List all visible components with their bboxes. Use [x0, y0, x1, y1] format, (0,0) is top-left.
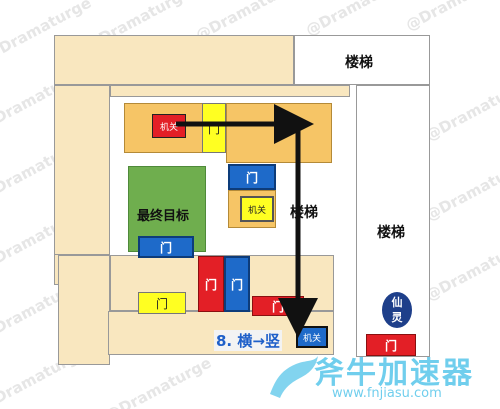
door-label: 门	[245, 170, 258, 185]
lower-left-room	[58, 255, 110, 365]
door-yellow[interactable]: 门	[202, 103, 226, 153]
door-label: 门	[155, 296, 168, 311]
door-blue[interactable]: 门	[224, 256, 250, 312]
door-yellow[interactable]: 门	[138, 292, 186, 314]
door-label: 门	[230, 277, 243, 292]
switch-label: 机关	[247, 205, 266, 216]
step-label: 8. 横→竖	[214, 330, 282, 351]
door-blue[interactable]: 门	[228, 164, 276, 190]
orange-room-left	[124, 103, 204, 153]
logo-url: www.fnjiasu.com	[332, 386, 442, 401]
switch-yellow[interactable]: 机关	[240, 196, 274, 222]
stairs-top-room: 楼梯	[294, 35, 430, 85]
spirit-icon[interactable]: 仙 灵	[382, 292, 412, 328]
brand-logo: 斧牛加速器 www.fnjiasu.com	[262, 342, 498, 408]
switch-label: 机关	[159, 122, 178, 133]
final-target-label: 最终目标	[137, 209, 190, 224]
switch-label: 机关	[302, 333, 321, 344]
door-label: 门	[159, 240, 172, 255]
door-red[interactable]: 门	[198, 256, 224, 312]
top-corridor	[110, 85, 350, 97]
door-blue[interactable]: 门	[138, 236, 194, 258]
horse-logo-icon	[270, 356, 318, 398]
stairs-top-label: 楼梯	[345, 55, 373, 71]
top-room	[54, 35, 294, 85]
stairs-right-label: 楼梯	[377, 225, 405, 241]
logo-text: 斧牛加速器	[314, 356, 474, 391]
door-red[interactable]: 门	[366, 334, 416, 356]
left-room-upper	[54, 85, 110, 255]
door-label: 门	[204, 277, 217, 292]
door-label: 门	[384, 338, 397, 353]
